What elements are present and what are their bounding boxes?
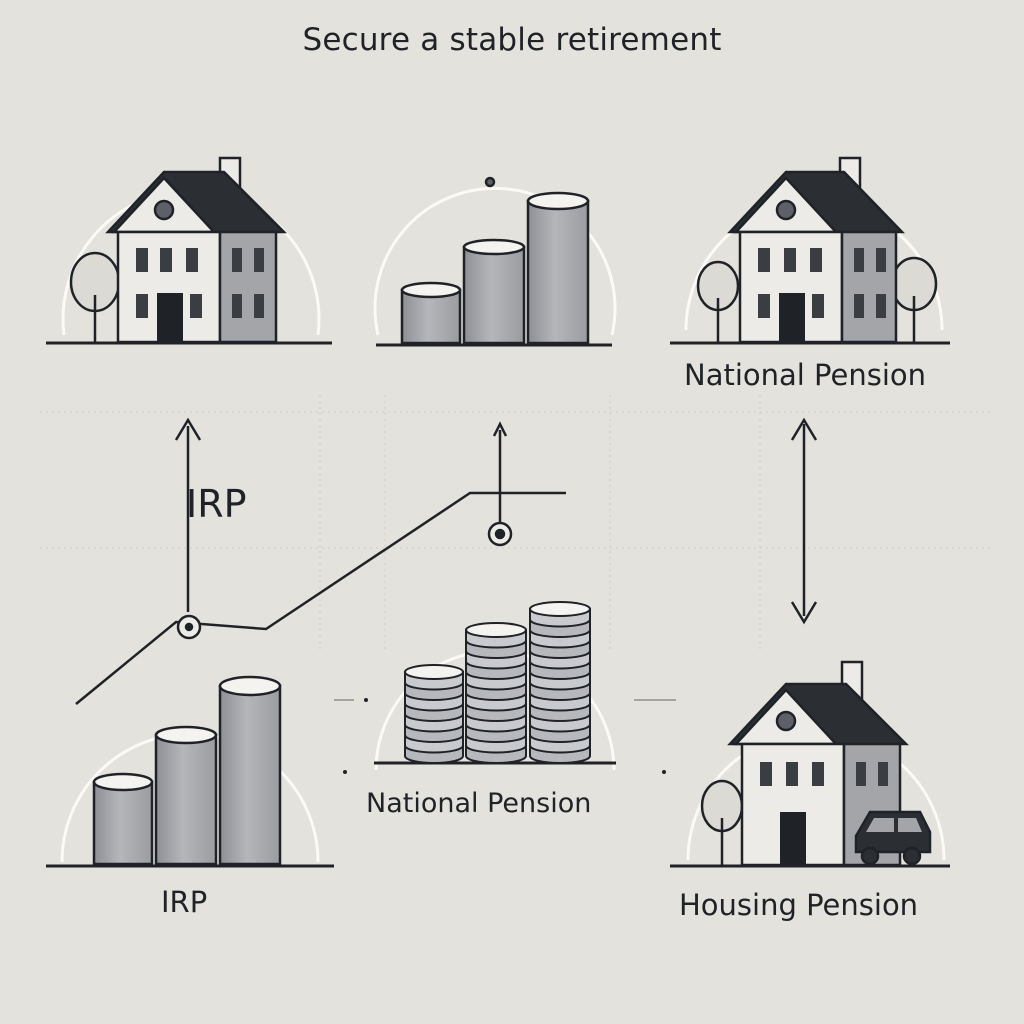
coin-top	[404, 664, 464, 680]
guide-lines	[40, 395, 990, 650]
cylinder-bars-icon	[46, 675, 334, 868]
label-national-pension-middle: National Pension	[366, 788, 592, 819]
house-with-car-icon	[670, 660, 950, 868]
coin-top	[529, 601, 591, 617]
connector-nodes	[176, 521, 513, 640]
house-icon	[46, 156, 332, 345]
small-dashes	[334, 698, 676, 774]
label-irp-bottom: IRP	[161, 885, 208, 919]
house-icon	[670, 156, 950, 345]
label-housing-pension-bottom: Housing Pension	[679, 888, 919, 922]
label-irp-middle: IRP	[186, 482, 247, 526]
connector-lines	[75, 417, 818, 705]
cylinder-bars-icon	[376, 176, 612, 347]
page-title: Secure a stable retirement	[302, 22, 722, 58]
coin-stack-icon	[374, 601, 616, 765]
label-national-pension-top: National Pension	[684, 358, 927, 392]
coin-top	[465, 622, 527, 638]
